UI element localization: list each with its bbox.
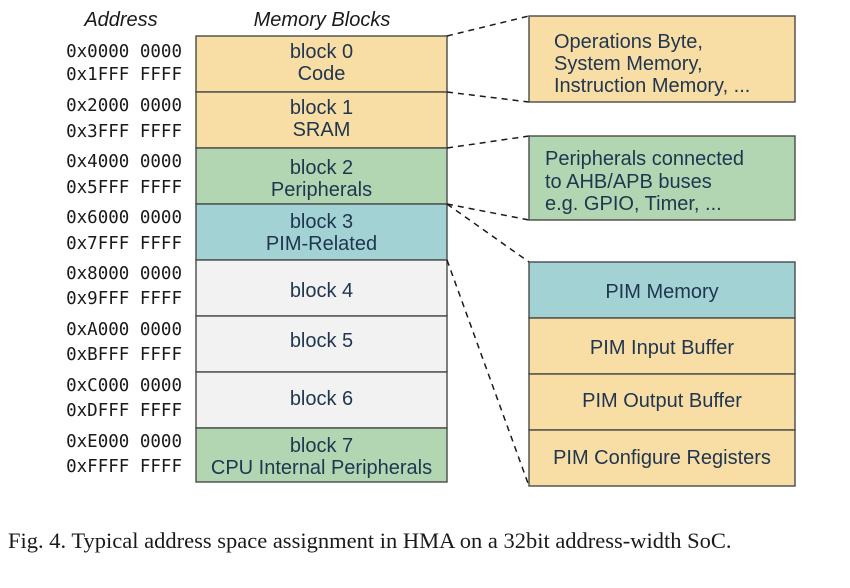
block-0-rect	[195, 35, 448, 93]
pim-output-buffer-rect	[528, 373, 796, 431]
block-1-rect	[195, 91, 448, 149]
block-1-name: block 1	[290, 97, 353, 119]
block-7-start-address: 0xE000 0000	[66, 432, 182, 452]
block-4-start-address: 0x8000 0000	[66, 264, 182, 284]
connector-sram-note	[446, 91, 530, 103]
memory-block-2: block 2 Peripherals 0x4000 0000 0x5FFF F…	[66, 147, 448, 205]
pim-output-buffer-label: PIM Output Buffer	[582, 390, 742, 412]
pim-input-buffer-label: PIM Input Buffer	[590, 337, 734, 359]
block-3-label: PIM-Related	[266, 233, 377, 255]
block-2-rect	[195, 147, 448, 205]
block-1-end-address: 0x3FFF FFFF	[66, 122, 182, 142]
block-6-start-address: 0xC000 0000	[66, 376, 182, 396]
block-0-end-address: 0x1FFF FFFF	[66, 65, 182, 85]
peripherals-note-line-3: e.g. GPIO, Timer, ...	[545, 193, 722, 215]
pim-configure-registers-rect	[528, 429, 796, 487]
memory-block-5: block 5 0xA000 0000 0xBFFF FFFF	[66, 315, 448, 373]
address-space-diagram: Address Memory Blocks block 0 Code 0x000…	[66, 9, 796, 487]
block-5-rect	[195, 315, 448, 373]
peripherals-note-box	[528, 135, 796, 221]
code-sram-note: Operations Byte, System Memory, Instruct…	[528, 15, 796, 103]
block-0-start-address: 0x0000 0000	[66, 42, 182, 62]
block-3-rect	[195, 203, 448, 261]
block-7-rect	[195, 427, 448, 483]
pim-detail-stack: PIM Memory PIM Input Buffer PIM Output B…	[528, 261, 796, 487]
block-2-start-address: 0x4000 0000	[66, 152, 182, 172]
code-sram-note-line-2: System Memory,	[554, 53, 703, 75]
block-0-label: Code	[298, 63, 346, 85]
block-2-label: Peripherals	[271, 179, 372, 201]
pim-memory-label: PIM Memory	[605, 281, 718, 303]
block-0-name: block 0	[290, 41, 353, 63]
block-5-name: block 5	[290, 330, 353, 352]
pim-configure-registers-label: PIM Configure Registers	[553, 447, 771, 469]
peripherals-note: Peripherals connected to AHB/APB buses e…	[528, 135, 796, 221]
block-4-name: block 4	[290, 280, 353, 302]
memory-block-0: block 0 Code 0x0000 0000 0x1FFF FFFF	[66, 35, 448, 93]
connector-code-note-bottom	[446, 135, 530, 149]
block-3-name: block 3	[290, 211, 353, 233]
pim-input-buffer-rect	[528, 317, 796, 375]
block-6-end-address: 0xDFFF FFFF	[66, 401, 182, 421]
memory-block-1: block 1 SRAM 0x2000 0000 0x3FFF FFFF	[66, 91, 448, 149]
code-sram-note-line-3: Instruction Memory, ...	[554, 75, 750, 97]
block-2-name: block 2	[290, 157, 353, 179]
connector-pim-detail-bottom	[446, 259, 530, 487]
memory-block-7: block 7 CPU Internal Peripherals 0xE000 …	[66, 427, 448, 483]
block-5-start-address: 0xA000 0000	[66, 320, 182, 340]
memory-block-4: block 4 0x8000 0000 0x9FFF FFFF	[66, 259, 448, 317]
connector-pim-detail-top	[446, 203, 530, 263]
memory-block-6: block 6 0xC000 0000 0xDFFF FFFF	[66, 371, 448, 429]
connector-code-note-top	[446, 15, 530, 37]
block-7-end-address: 0xFFFF FFFF	[66, 457, 182, 477]
memory-blocks-header: Memory Blocks	[254, 9, 391, 31]
peripherals-note-line-2: to AHB/APB buses	[545, 171, 712, 193]
code-sram-note-line-1: Operations Byte,	[554, 31, 703, 53]
block-7-name: block 7	[290, 435, 353, 457]
block-5-end-address: 0xBFFF FFFF	[66, 345, 182, 365]
block-4-end-address: 0x9FFF FFFF	[66, 289, 182, 309]
block-6-name: block 6	[290, 388, 353, 410]
block-1-start-address: 0x2000 0000	[66, 96, 182, 116]
code-sram-note-box	[528, 15, 796, 103]
address-header: Address	[83, 9, 157, 31]
block-1-label: SRAM	[293, 119, 351, 141]
block-7-label: CPU Internal Peripherals	[211, 457, 432, 479]
figure-caption: Fig. 4. Typical address space assignment…	[8, 528, 732, 553]
memory-block-3: block 3 PIM-Related 0x6000 0000 0x7FFF F…	[66, 203, 448, 261]
peripherals-note-line-1: Peripherals connected	[545, 148, 744, 170]
block-2-end-address: 0x5FFF FFFF	[66, 178, 182, 198]
pim-memory-rect	[528, 261, 796, 319]
connector-peripherals-note	[446, 203, 530, 221]
block-3-end-address: 0x7FFF FFFF	[66, 234, 182, 254]
block-3-start-address: 0x6000 0000	[66, 208, 182, 228]
